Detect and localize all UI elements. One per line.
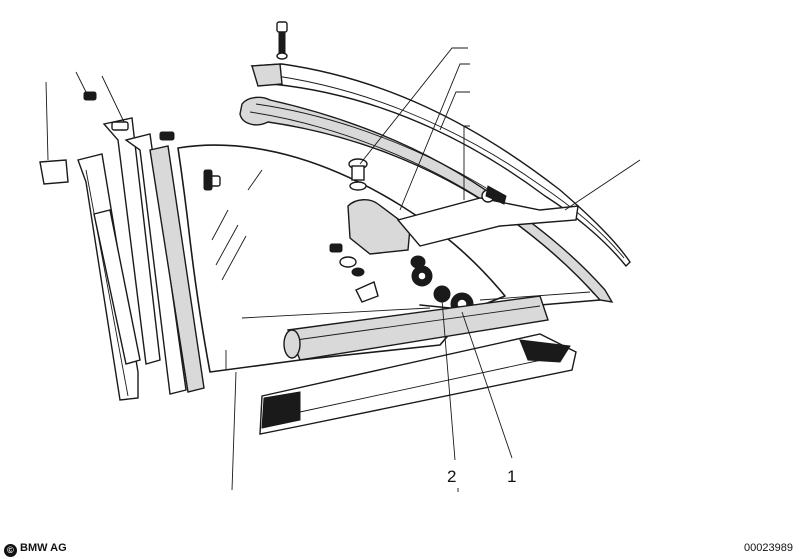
quarter-window-glass bbox=[177, 144, 506, 491]
callout-label-2: 2 bbox=[447, 467, 457, 486]
copyright-text: BMW AG bbox=[20, 542, 67, 554]
leader-lines bbox=[241, 47, 513, 492]
left-screws bbox=[83, 91, 221, 191]
outer-roof-rail-strip bbox=[250, 63, 631, 268]
callout-label-1: 1 bbox=[507, 467, 517, 486]
image-id: 00023989 bbox=[744, 542, 793, 554]
left-vertical-channels bbox=[39, 71, 205, 401]
top-rivet bbox=[276, 21, 288, 60]
copyright-symbol: © bbox=[4, 544, 17, 557]
hinge-bracket bbox=[347, 159, 641, 255]
lower-sill-seal bbox=[283, 295, 549, 361]
copyright-notice: ©BMW AG bbox=[4, 542, 67, 557]
bottom-trim-strip bbox=[259, 333, 577, 435]
